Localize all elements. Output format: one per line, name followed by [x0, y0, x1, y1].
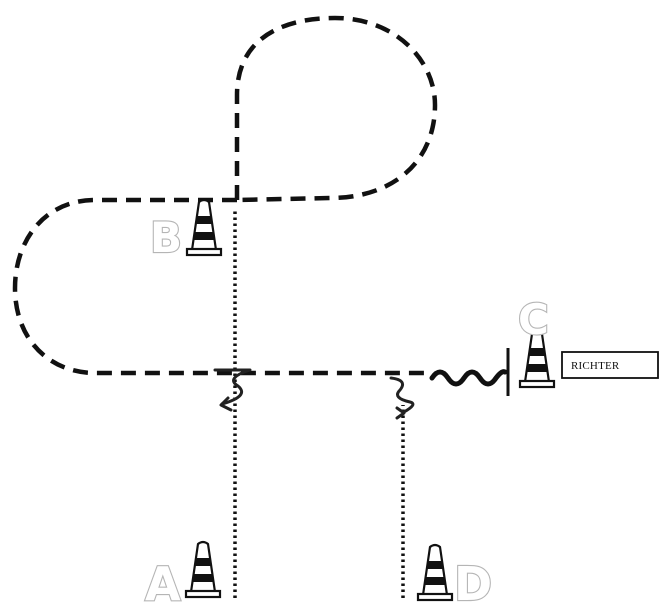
wavy-line-icon: [429, 369, 508, 387]
marker-label-b: B: [150, 213, 182, 262]
marker-label-a: A: [145, 557, 181, 604]
richter-sign: [561, 351, 659, 379]
dashed-route-left-loop: [12, 197, 425, 376]
u-turn-arrow-icon: [213, 368, 252, 412]
traffic-cone-icon: [185, 198, 223, 257]
dashed-route-upper-loop: [234, 15, 438, 203]
traffic-cone-icon: [184, 540, 222, 599]
marker-label-c: C: [518, 295, 549, 344]
richter-sign-label: RICHTER: [571, 360, 620, 372]
marker-label-d: D: [454, 557, 492, 604]
u-turn-arrow-icon: [389, 376, 415, 420]
traffic-cone-icon: [416, 543, 454, 602]
